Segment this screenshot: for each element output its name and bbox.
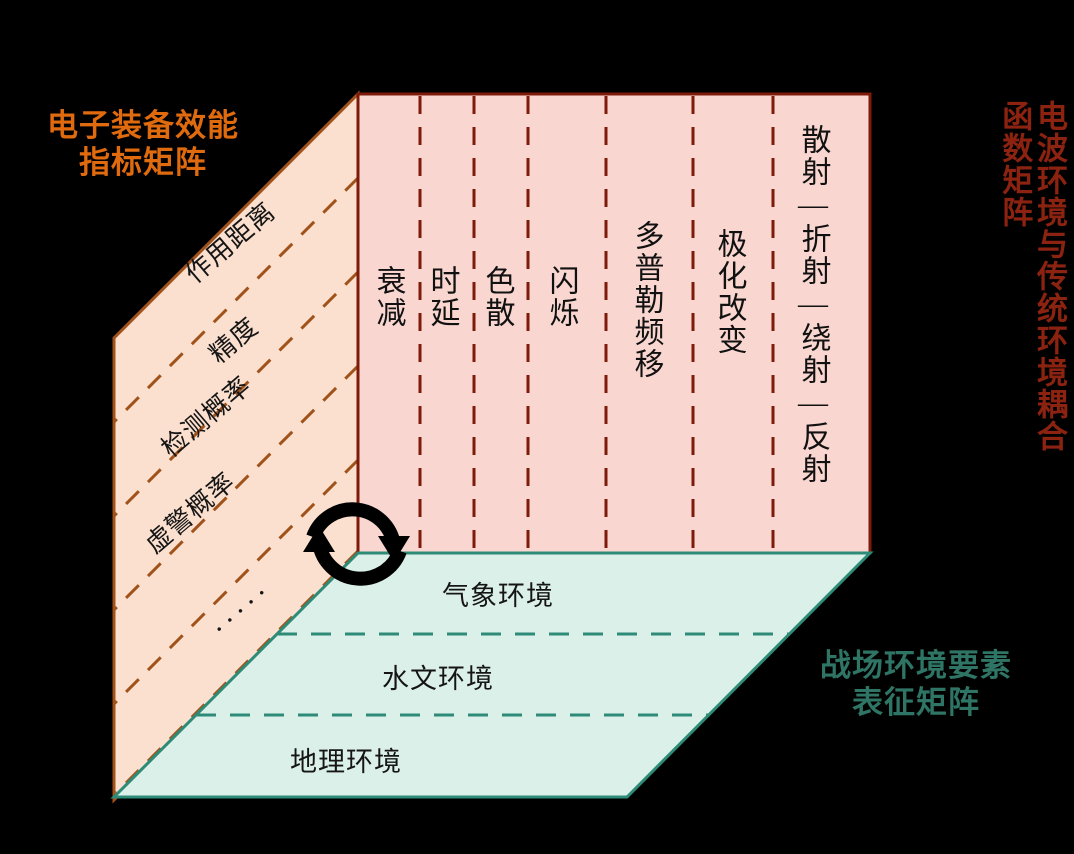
bottom-row-1[interactable]: 水文环境 [382, 664, 494, 694]
bottom-row-2[interactable]: 地理环境 [290, 747, 402, 777]
bottom-face [110, 551, 874, 799]
bottom-row-0[interactable]: 气象环境 [442, 581, 554, 611]
front-face [356, 92, 872, 555]
bottom-face-dashed-lines [196, 632, 789, 717]
title-right-matrix: 电波环境与传统环境耦合函数矩阵 [997, 100, 1067, 452]
cycle-arrow-icon [303, 502, 410, 586]
title-left-matrix: 电子装备效能 指标矩阵 [47, 108, 239, 180]
front-face-dashed-lines [418, 96, 775, 551]
title-bottom-matrix: 战场环境要素 表征矩阵 [820, 648, 1012, 720]
